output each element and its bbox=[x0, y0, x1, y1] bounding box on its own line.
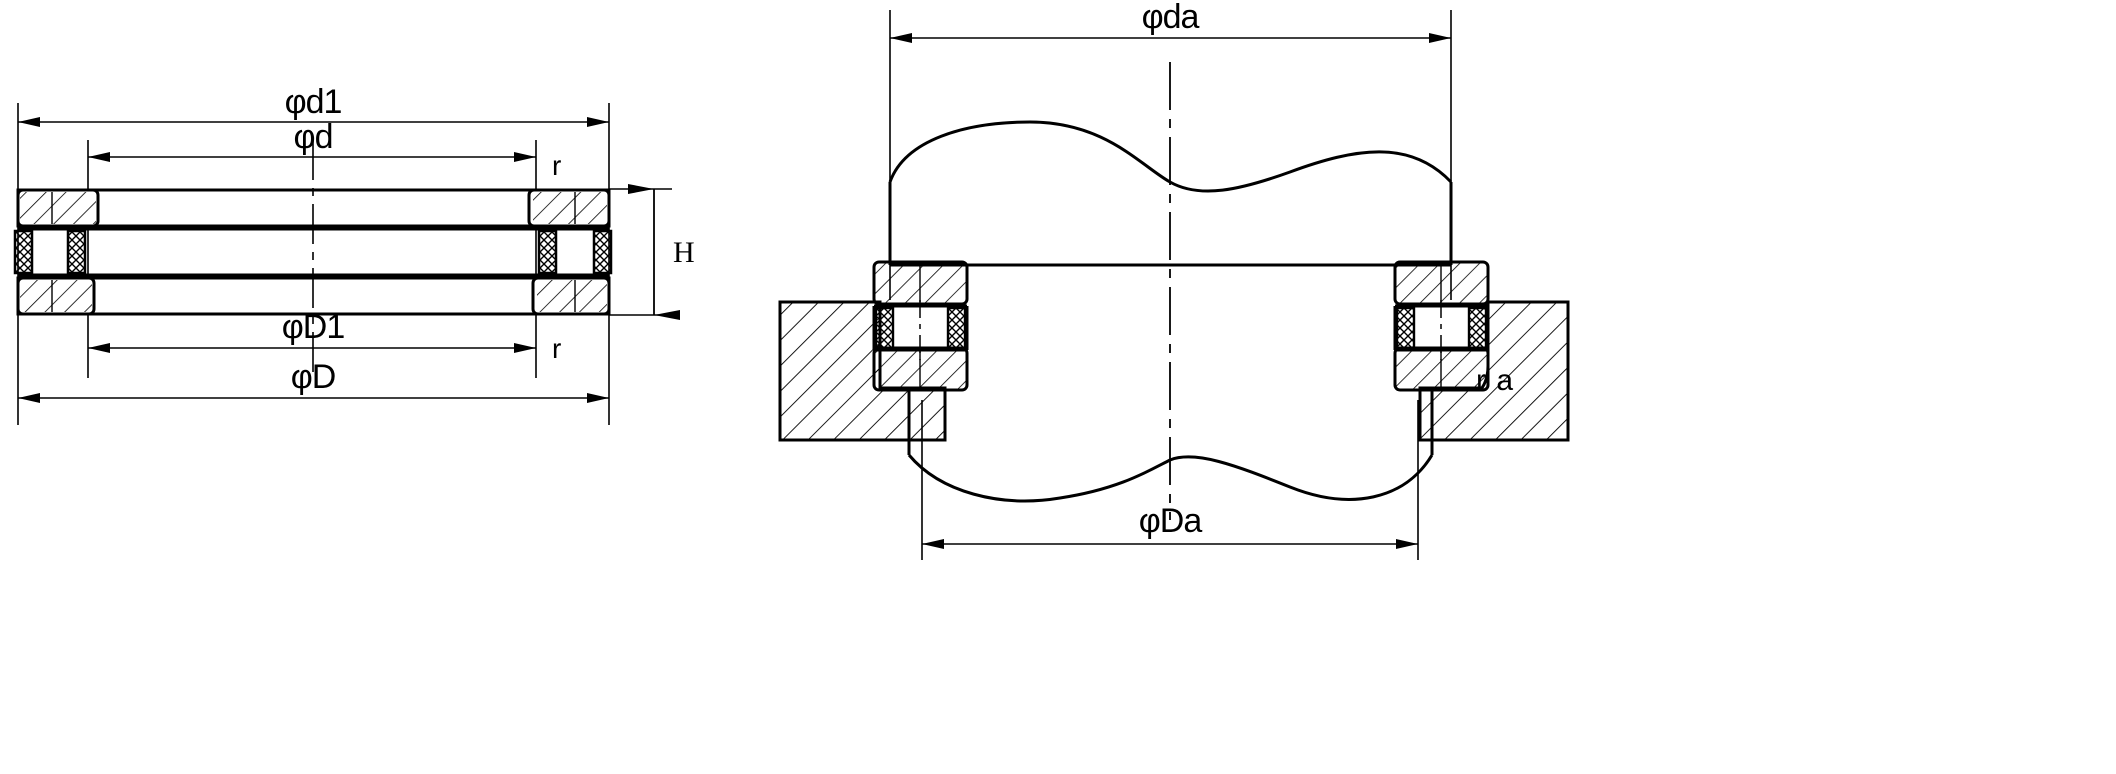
dimension-da: φda bbox=[890, 0, 1451, 43]
upper-washer-hatch-right-outline bbox=[527, 188, 611, 228]
housing-block-left bbox=[778, 300, 947, 442]
roller-left-outer bbox=[13, 229, 34, 275]
shaft-upper-break-curve-b bbox=[1169, 150, 1453, 193]
label-r-top: r bbox=[552, 150, 561, 181]
housing-left-outline bbox=[778, 300, 947, 442]
lower-washer-hatch-right bbox=[537, 280, 607, 312]
bearing-right-assembly bbox=[1393, 260, 1490, 392]
shaft-lower-break-curve-a bbox=[907, 454, 1171, 503]
housing-right-outline bbox=[1418, 300, 1570, 442]
right-installation-view: φda bbox=[778, 0, 1570, 560]
lower-washer-hatch-left-outline bbox=[16, 276, 96, 316]
shaft-lower-break bbox=[907, 388, 1434, 503]
shaft-upper-break bbox=[888, 120, 1453, 267]
dimension-D: φD bbox=[18, 358, 609, 403]
label-da: φda bbox=[1142, 0, 1200, 36]
label-d1: φd1 bbox=[285, 83, 342, 121]
lower-washer-hatch-right-outline bbox=[531, 276, 611, 316]
label-Da: φDa bbox=[1139, 502, 1203, 540]
bearing-right-roller-a bbox=[1395, 306, 1416, 350]
lower-washer-hatch-left bbox=[20, 280, 92, 312]
dimension-d: φd bbox=[88, 118, 536, 162]
bearing-left-assembly bbox=[872, 260, 969, 392]
dimension-Da: φDa bbox=[922, 502, 1418, 549]
upper-washer-hatch-left-outline bbox=[16, 188, 100, 228]
housing-block-right: r a bbox=[1418, 300, 1570, 442]
roller-right-outer bbox=[592, 229, 613, 275]
upper-washer-hatch-left bbox=[20, 192, 96, 224]
shaft-lower-break-curve-b bbox=[1169, 454, 1434, 501]
label-D: φD bbox=[291, 358, 336, 396]
dimension-H: H bbox=[609, 184, 695, 320]
roller-left-inner bbox=[66, 229, 87, 275]
bearing-right-roller-b bbox=[1467, 306, 1488, 350]
roller-right-inner bbox=[537, 229, 558, 275]
dimension-d1: φd1 bbox=[18, 83, 609, 127]
label-r-bottom: r bbox=[552, 333, 561, 364]
shaft-upper-break-curve-a bbox=[888, 120, 1171, 184]
left-bearing-view: φd1 φd r bbox=[13, 83, 695, 425]
label-D1: φD1 bbox=[282, 308, 345, 346]
dimension-D1: φD1 bbox=[88, 308, 536, 353]
upper-washer-hatch-right bbox=[533, 192, 607, 224]
bearing-left-roller-b bbox=[946, 306, 967, 350]
label-ra: r a bbox=[1476, 364, 1514, 397]
label-H: H bbox=[673, 236, 695, 269]
